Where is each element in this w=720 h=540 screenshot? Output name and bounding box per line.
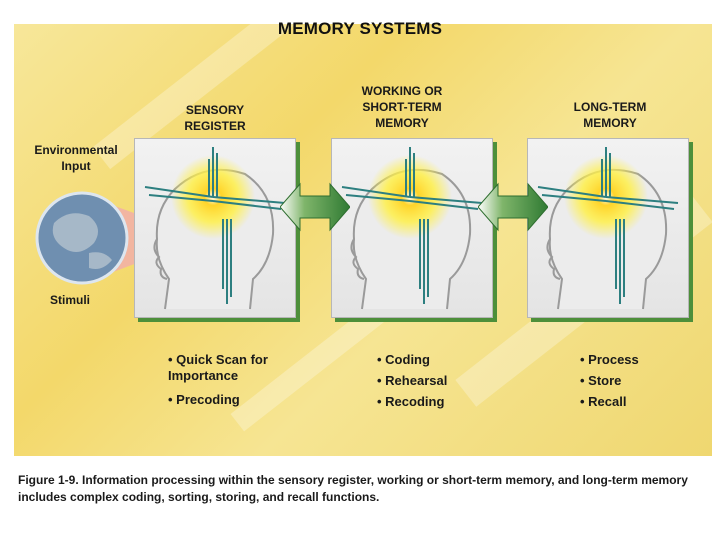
sensory-register-panel [134,138,296,318]
list-item: • Recoding [377,394,497,410]
head-profile-icon [135,139,295,317]
head-profile-icon [332,139,492,317]
list-item: • Coding [377,352,497,368]
long-term-memory-panel [527,138,689,318]
list-item: • Precoding [168,392,308,408]
stimuli-label: Stimuli [50,292,110,308]
long-term-memory-list: • Process • Store • Recall [580,352,690,415]
figure-caption: Figure 1-9. Information processing withi… [18,472,708,506]
list-item: • Recall [580,394,690,410]
head-profile-icon [528,139,688,317]
list-item: • Rehearsal [377,373,497,389]
list-item: • Store [580,373,690,389]
double-arrow-icon [280,180,350,234]
list-item: • Process [580,352,690,368]
diagram-title: MEMORY SYSTEMS [0,19,720,39]
short-term-memory-list: • Coding • Rehearsal • Recoding [377,352,497,415]
short-term-memory-panel [331,138,493,318]
sensory-register-list: • Quick Scan for Importance • Precoding [168,352,308,413]
double-arrow-icon [478,180,548,234]
list-item: • Quick Scan for Importance [168,352,308,384]
